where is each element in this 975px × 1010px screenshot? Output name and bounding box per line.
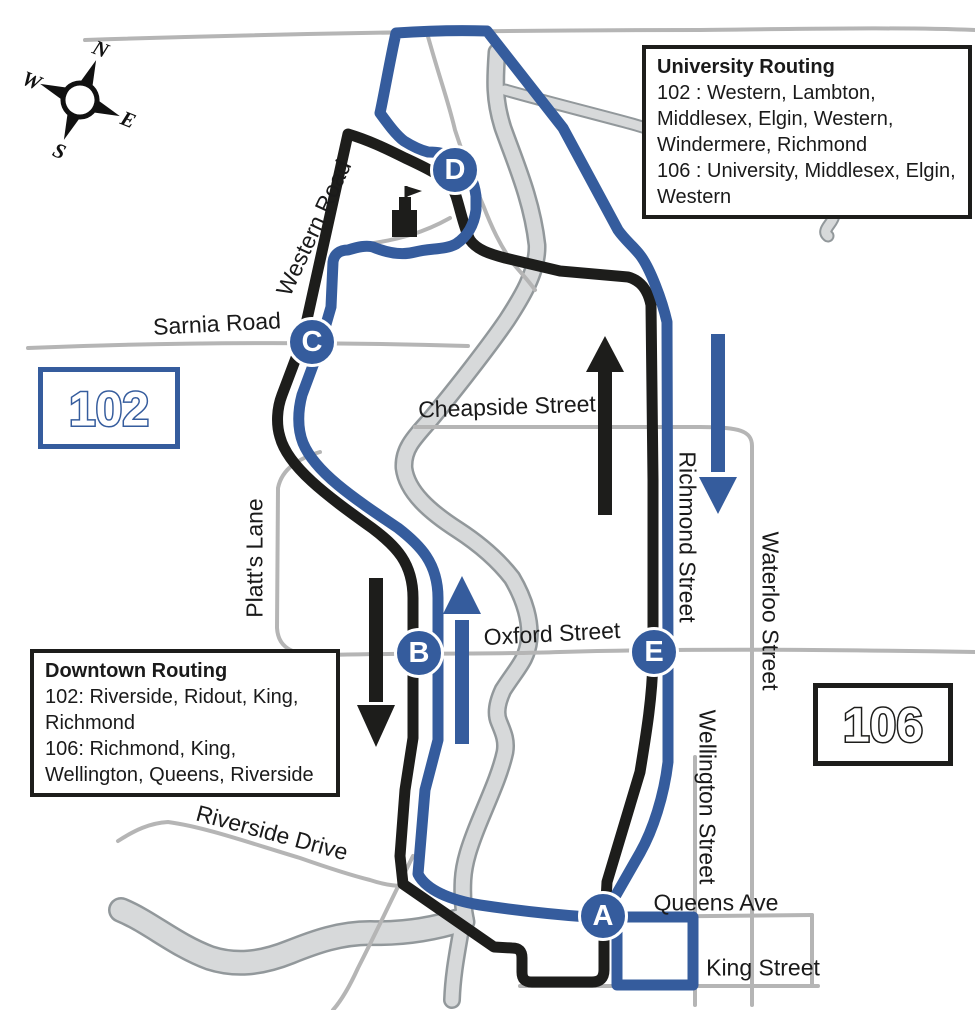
road-top <box>83 26 975 42</box>
compass-e-label: E <box>116 105 139 133</box>
university-routing-box: University Routing 102 : Western, Lambto… <box>642 45 972 219</box>
university-routing-line: Windermere, Richmond <box>657 134 868 156</box>
stop-marker-c: C <box>287 317 337 367</box>
downtown-routing-line: 106: Richmond, King, <box>45 738 237 760</box>
university-routing-line: Middlesex, Elgin, Western, <box>657 108 894 130</box>
university-routing-title: University Routing <box>657 56 835 78</box>
route-102-line <box>293 25 674 923</box>
road-sarnia <box>26 341 470 350</box>
route-102-downtown-loop <box>611 911 699 991</box>
stop-marker-e: E <box>629 627 679 677</box>
street-label-king-street: King Street <box>706 954 820 981</box>
street-label-cheapside-street: Cheapside Street <box>417 390 597 423</box>
compass-circle <box>60 80 100 120</box>
street-label-wellington-street: Wellington Street <box>694 709 721 885</box>
downtown-routing-line: 102: Riverside, Ridout, King, <box>45 686 299 708</box>
castle-flag <box>406 186 422 197</box>
castle-tower-top <box>399 197 411 211</box>
street-label-waterloo-street: Waterloo Street <box>757 531 784 691</box>
blue-up-arrow-head <box>443 576 481 614</box>
stop-marker-a: A <box>578 891 628 941</box>
street-label-queens-ave: Queens Ave <box>653 889 779 916</box>
route-102-badge-number: 102 <box>69 384 149 437</box>
black-down-arrow-head <box>357 705 395 747</box>
university-routing-line: 106 : University, Middlesex, Elgin, <box>657 160 956 182</box>
downtown-routing-line: Wellington, Queens, Riverside <box>45 764 314 786</box>
downtown-routing-line: Richmond <box>45 712 136 734</box>
downtown-routing-title: Downtown Routing <box>45 660 228 682</box>
university-castle-icon <box>392 186 422 237</box>
route-106-badge: 106 <box>813 683 953 766</box>
blue-down-arrow-head <box>699 477 737 514</box>
stop-marker-b: B <box>394 628 444 678</box>
university-routing-line: 102 : Western, Lambton, <box>657 82 876 104</box>
castle-tower-body <box>392 210 417 237</box>
street-label-richmond-street: Richmond Street <box>674 451 701 623</box>
stop-marker-d: D <box>430 145 480 195</box>
downtown-routing-box: Downtown Routing 102: Riverside, Ridout,… <box>30 649 340 797</box>
black-up-arrow-head <box>586 336 624 372</box>
route-102-badge: 102 <box>38 367 180 449</box>
road-cheapside-waterloo <box>413 425 754 1007</box>
street-label-platts-lane: Platt's Lane <box>241 498 268 618</box>
compass-s-label: S <box>49 138 69 165</box>
direction-arrows <box>357 334 737 747</box>
road-riverside-drive <box>116 819 406 888</box>
route-106-badge-number: 106 <box>843 700 923 753</box>
river-north-branch <box>396 45 544 929</box>
river-main <box>110 899 473 974</box>
university-routing-line: Western <box>657 186 732 208</box>
compass-w-label: W <box>19 66 47 96</box>
